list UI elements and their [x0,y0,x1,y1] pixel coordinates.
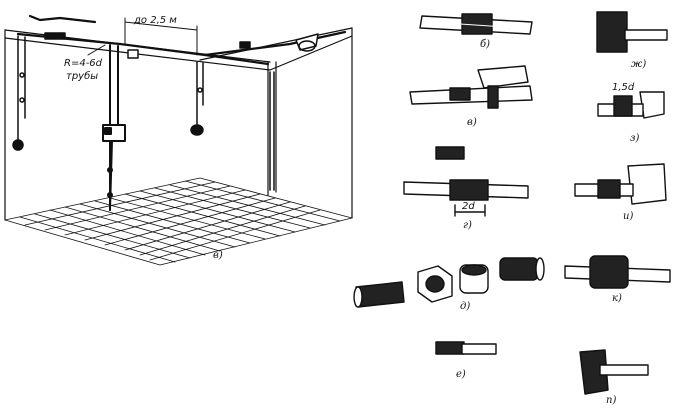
detail-i-coupling [574,163,667,205]
bend-radius-note: R=4-6d [64,58,103,69]
main-figure-label: в) [213,250,223,261]
floor-grid [4,177,353,266]
detail-p-label: п) [606,395,617,406]
span-dimension: до 2,5 м [134,15,177,26]
ceiling-fixtures [44,32,319,59]
detail-zh-box [596,11,668,53]
central-riser [102,44,126,211]
left-pendant-drop [12,35,26,151]
detail-g-dimension: 2d [462,201,475,212]
detail-z-label: з) [630,133,640,144]
detail-z-box [597,91,665,119]
detail-k-label: к) [612,293,622,304]
detail-g-nipple [435,146,465,160]
conduit-run [16,14,347,66]
detail-i-label: и) [623,211,634,222]
room-installation-drawing [4,14,353,266]
bend-radius-note-unit: трубы [66,71,99,82]
detail-e-label: е) [456,369,466,380]
bend-leader [87,44,106,56]
detail-z-dimension: 1,5d [612,82,635,93]
detail-v-label: в) [467,117,477,128]
detail-e-fitting [435,341,497,355]
detail-b-label: б) [480,39,491,50]
detail-d-label: д) [460,301,471,312]
right-pendant-drop [190,61,204,136]
detail-zh-label: ж) [631,59,647,70]
room-walls [4,27,353,221]
detail-g-label: г) [463,220,472,231]
detail-v-clamp [409,65,533,109]
detail-k-coupling [564,255,671,289]
detail-p-clamp [579,349,649,395]
detail-d-union-parts [353,257,545,308]
dimension-line [124,17,198,56]
detail-b-coupling [419,13,533,35]
corner-riser [269,71,275,191]
detail-g-joint [403,179,529,217]
